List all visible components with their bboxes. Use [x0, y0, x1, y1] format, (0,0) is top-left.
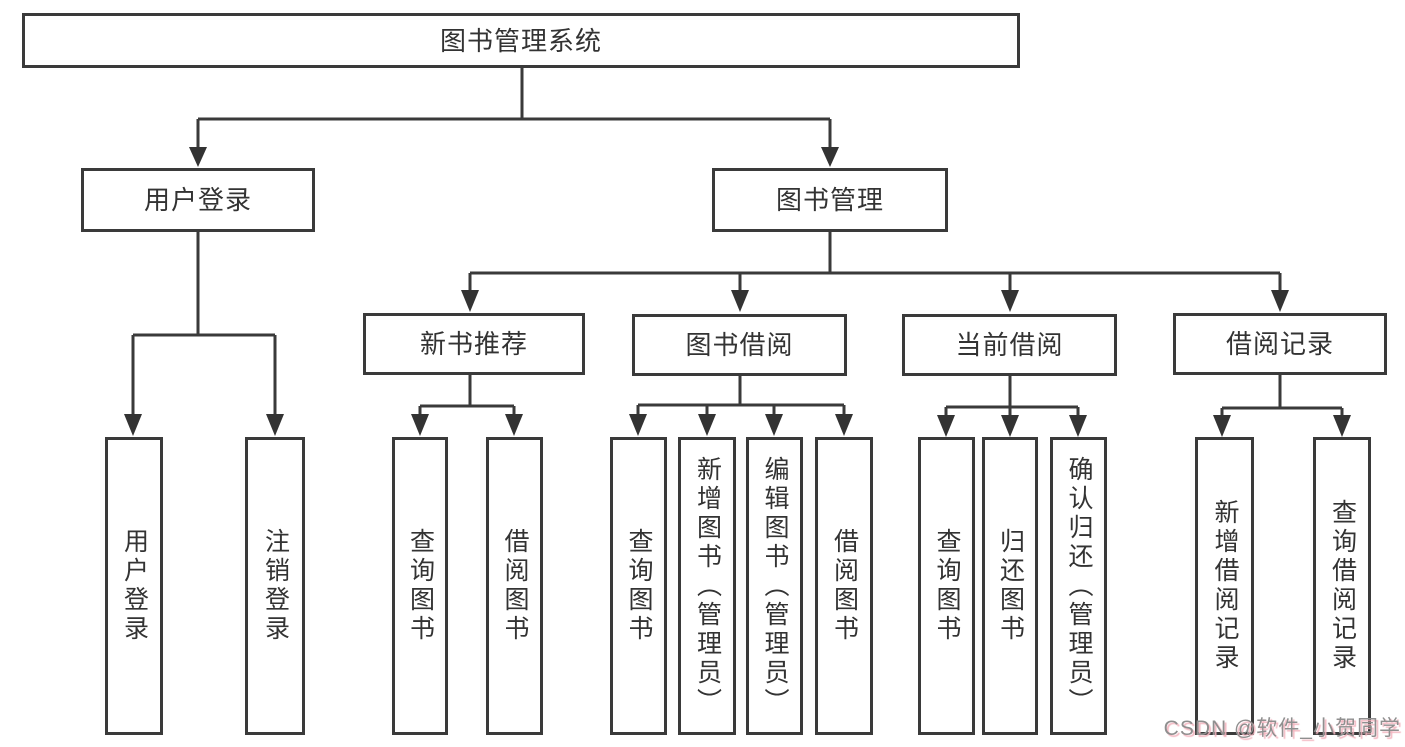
node-label: 注销登录 — [261, 528, 290, 644]
leaf-query-books-borrowing: 查询图书 — [610, 437, 667, 735]
node-label: 编辑图书（管理员） — [761, 455, 789, 717]
node-label: 查询借阅记录 — [1328, 499, 1357, 673]
leaf-add-borrow-record: 新增借阅记录 — [1195, 437, 1254, 735]
node-label: 借阅图书 — [501, 528, 529, 644]
leaf-return-books: 归还图书 — [982, 437, 1038, 735]
leaf-confirm-return-admin: 确认归还（管理员） — [1050, 437, 1107, 735]
leaf-query-books-current: 查询图书 — [918, 437, 975, 735]
leaf-query-books-recommend: 查询图书 — [392, 437, 448, 735]
node-label: 图书管理系统 — [439, 25, 602, 56]
node-label: 查询图书 — [933, 528, 961, 644]
node-library-management-system: 图书管理系统 — [22, 13, 1020, 68]
node-book-borrowing: 图书借阅 — [632, 314, 847, 376]
leaf-query-borrow-record: 查询借阅记录 — [1313, 437, 1371, 735]
node-label: 查询图书 — [625, 528, 653, 644]
node-current-borrowing: 当前借阅 — [902, 314, 1117, 376]
node-label: 新书推荐 — [419, 329, 528, 359]
node-label: 新增图书（管理员） — [693, 455, 722, 717]
leaf-user-login: 用户登录 — [105, 437, 163, 735]
node-borrowing-records: 借阅记录 — [1173, 313, 1387, 375]
leaf-logout: 注销登录 — [245, 437, 305, 735]
leaf-borrow-books-borrowing: 借阅图书 — [815, 437, 873, 735]
node-label: 查询图书 — [406, 528, 435, 644]
node-new-book-recommend: 新书推荐 — [363, 313, 585, 375]
node-book-management: 图书管理 — [712, 168, 948, 232]
node-label: 借阅记录 — [1225, 329, 1334, 359]
node-label: 图书借阅 — [685, 330, 794, 360]
node-label: 图书管理 — [775, 185, 884, 215]
node-label: 归还图书 — [996, 528, 1025, 644]
node-label: 借阅图书 — [830, 528, 859, 644]
node-label: 确认归还（管理员） — [1065, 455, 1093, 717]
leaf-add-book-admin: 新增图书（管理员） — [678, 437, 736, 735]
node-user-login: 用户登录 — [81, 168, 315, 232]
leaf-borrow-books-recommend: 借阅图书 — [486, 437, 543, 735]
leaf-edit-book-admin: 编辑图书（管理员） — [746, 437, 803, 735]
node-label: 当前借阅 — [955, 330, 1064, 360]
node-label: 用户登录 — [120, 528, 149, 644]
node-label: 用户登录 — [143, 185, 252, 215]
node-label: 新增借阅记录 — [1211, 499, 1239, 673]
watermark: CSDN @软件_小贺同学 — [1163, 717, 1401, 740]
